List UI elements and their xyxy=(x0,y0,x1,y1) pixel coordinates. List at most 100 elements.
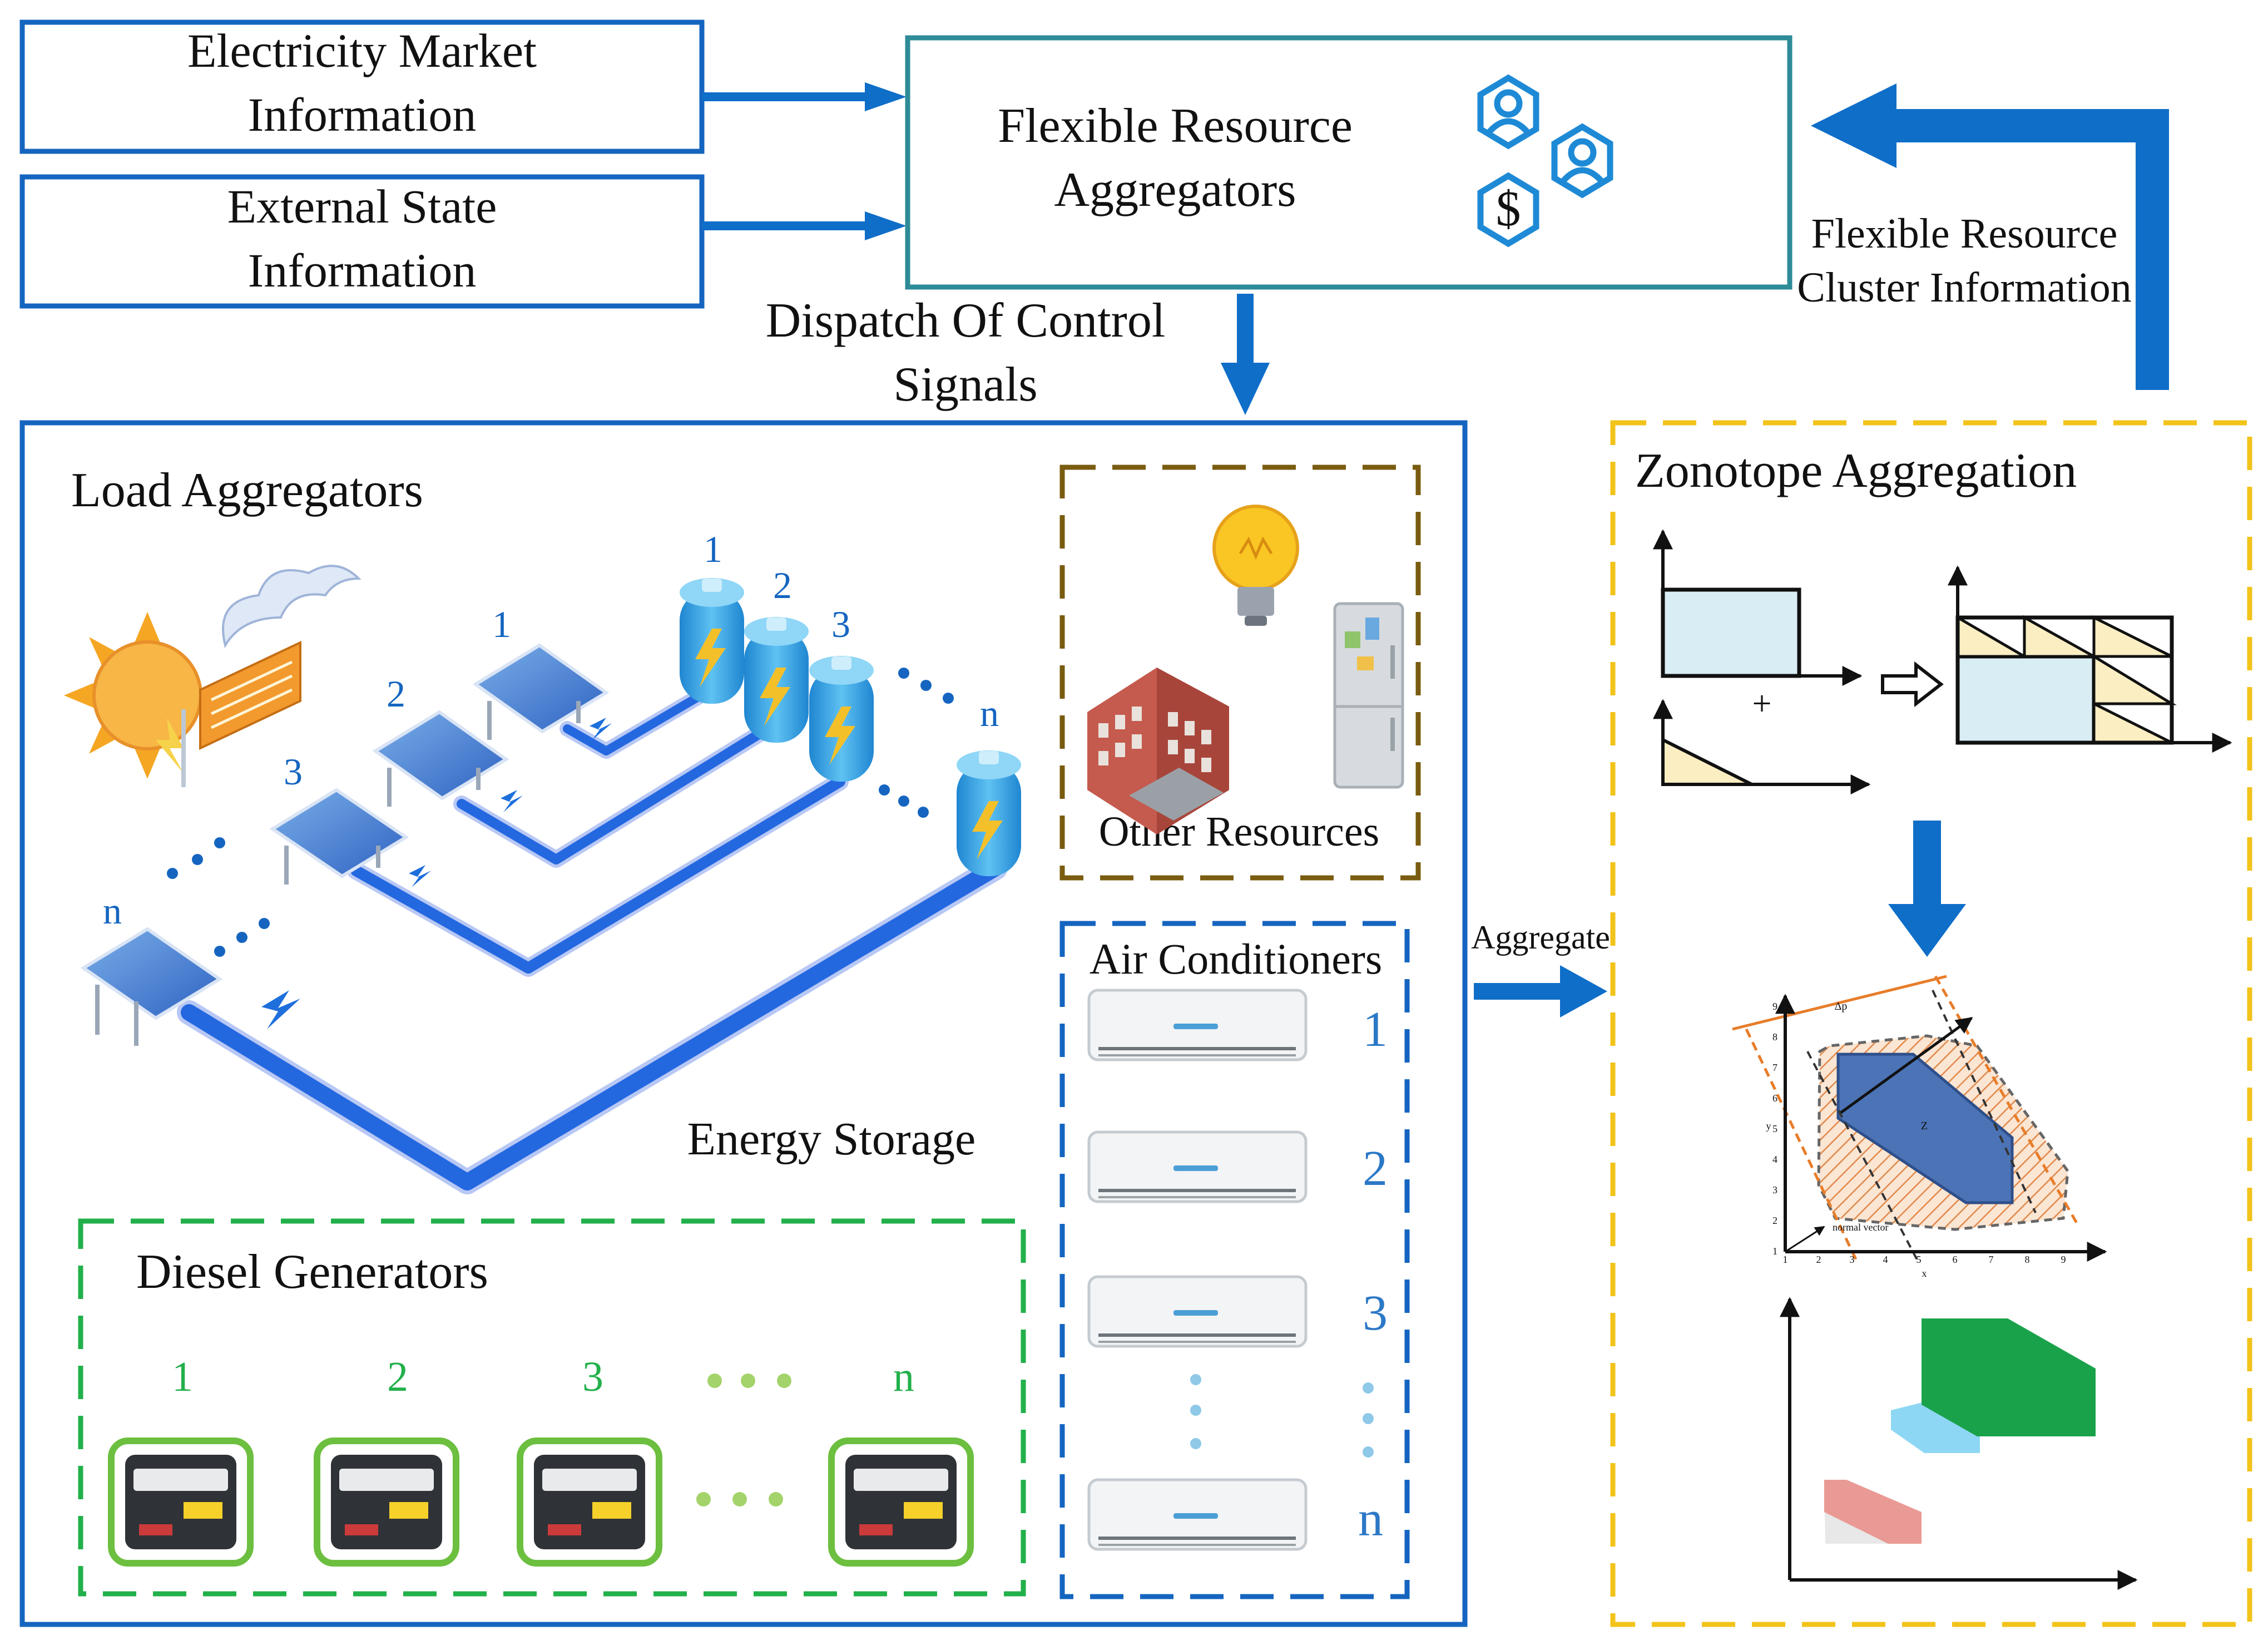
plot-tick-x-7: 7 xyxy=(1989,1254,1994,1265)
dispatch-line1: Dispatch Of Control xyxy=(766,294,1166,348)
ac-unit-3 xyxy=(1087,1275,1308,1348)
plot-tick-x-4: 4 xyxy=(1883,1254,1888,1265)
hexagon-network-icon: $ xyxy=(1477,74,1613,248)
cluster-info-line1: Flexible Resource xyxy=(1811,210,2118,257)
plot-z-label: Z xyxy=(1921,1120,1928,1132)
dispatch-line2: Signals xyxy=(893,358,1037,412)
aggregate-arrow xyxy=(1474,965,1607,1017)
plot-tick-y-6: 6 xyxy=(1772,1093,1777,1104)
load-aggregators-title: Load Aggregators xyxy=(71,463,423,517)
plot-tick-x-1: 1 xyxy=(1783,1254,1788,1265)
solar-panel-1 xyxy=(472,643,610,740)
minkowski-plot-result xyxy=(1948,565,2232,753)
air-conditioners-box: Air Conditioners xyxy=(1059,921,1410,1599)
zonotope-down-arrow xyxy=(1888,821,1966,957)
diesel-generator-n xyxy=(828,1437,974,1567)
plot-tick-y-7: 7 xyxy=(1772,1062,1777,1073)
diesel-generator-2 xyxy=(314,1437,459,1567)
pv-label-1: 1 xyxy=(492,603,511,645)
aggregator-line2: Aggregators xyxy=(1054,163,1296,217)
plot-tick-y-4: 4 xyxy=(1772,1154,1777,1165)
plot-tick-x-2: 2 xyxy=(1816,1254,1821,1265)
minkowski-plot-rect xyxy=(1653,529,1863,686)
ac-unit-n xyxy=(1087,1478,1308,1551)
market-info-line1: Electricity Market xyxy=(187,24,537,77)
cluster-info-arrow xyxy=(1811,83,2169,390)
diesel-generators-title: Diesel Generators xyxy=(136,1245,488,1299)
battery-label-1: 1 xyxy=(704,528,722,570)
plot-tick-x-5: 5 xyxy=(1917,1254,1922,1265)
battery-label-2: 2 xyxy=(773,564,792,606)
diesel-generators-box: Diesel Generators xyxy=(78,1218,1026,1597)
external-state-box: External State Information xyxy=(19,174,705,309)
svg-text:$: $ xyxy=(1496,181,1521,236)
plot-tick-y-5: 5 xyxy=(1772,1123,1777,1134)
battery-label-3: 3 xyxy=(831,603,850,645)
ac-unit-1 xyxy=(1087,989,1308,1061)
pv-label-2: 2 xyxy=(387,673,405,715)
battery-1 xyxy=(680,578,744,704)
plot-tick-y-3: 3 xyxy=(1772,1184,1777,1196)
minkowski-plus: + xyxy=(1752,685,1772,723)
ac-label-3: 3 xyxy=(1363,1286,1388,1341)
solar-panel-2 xyxy=(372,710,509,807)
market-info-box: Electricity Market Information xyxy=(19,19,705,154)
light-bulb-icon xyxy=(1212,505,1299,626)
hollow-arrow-icon xyxy=(1881,661,1944,708)
diesel-label-1: 1 xyxy=(172,1353,193,1400)
diesel-label-3: 3 xyxy=(582,1353,603,1400)
minkowski-plot-triangle xyxy=(1653,699,1871,794)
storage-cables xyxy=(177,688,1008,1194)
battery-3 xyxy=(809,656,874,782)
ac-label-n: n xyxy=(1358,1491,1383,1547)
energy-storage-label: Energy Storage xyxy=(687,1113,976,1165)
cloud-icon xyxy=(222,565,362,649)
plot-tick-x-3: 3 xyxy=(1850,1254,1855,1265)
plot-tick-y-8: 8 xyxy=(1772,1031,1777,1043)
other-resources-box: Other Resources xyxy=(1059,465,1421,881)
plot-tick-y-1: 1 xyxy=(1772,1246,1777,1257)
ac-ellipsis xyxy=(1190,1374,1374,1458)
plot-tick-x-8: 8 xyxy=(2025,1254,2030,1265)
dispatch-arrow xyxy=(1221,294,1270,415)
aggregate-label: Aggregate xyxy=(1471,919,1610,956)
plot-tick-x-9: 9 xyxy=(2061,1254,2066,1265)
market-info-line2: Information xyxy=(248,88,477,141)
diesel-generator-3 xyxy=(517,1437,662,1567)
cluster-info-line2: Cluster Information xyxy=(1797,264,2132,311)
diesel-ellipsis xyxy=(696,1374,791,1506)
pv-ellipsis xyxy=(167,837,270,957)
lightning-icons xyxy=(261,718,612,1029)
pv-label-n: n xyxy=(103,890,122,932)
solar-panel-n xyxy=(80,927,223,1046)
plot-tick-x-6: 6 xyxy=(1953,1254,1958,1265)
solar-panel-3 xyxy=(269,788,409,885)
plot-tick-y-9: 9 xyxy=(1772,1001,1777,1012)
air-conditioners-title: Air Conditioners xyxy=(1090,935,1382,983)
diesel-label-2: 2 xyxy=(387,1353,408,1400)
plot-normal-vector-label: normal vector xyxy=(1833,1222,1888,1233)
plot-tick-y-2: 2 xyxy=(1772,1215,1777,1226)
refrigerator-icon xyxy=(1333,602,1404,789)
diesel-generator-1 xyxy=(108,1437,254,1567)
zonotope-title: Zonotope Aggregation xyxy=(1635,444,2077,498)
external-state-line1: External State xyxy=(227,180,497,233)
building-icon xyxy=(1087,668,1229,834)
aggregator-line1: Flexible Resource xyxy=(998,99,1353,153)
ac-label-2: 2 xyxy=(1363,1141,1388,1196)
battery-label-n: n xyxy=(980,692,999,734)
pv-label-3: 3 xyxy=(284,750,303,793)
solar-water-heater-icon xyxy=(181,640,301,787)
plot-axis-y-label: y xyxy=(1766,1120,1771,1132)
aggregator-box: Flexible Resource Aggregators $ xyxy=(905,35,1792,290)
aggregated-regions-plot xyxy=(1780,1297,2138,1590)
ac-label-1: 1 xyxy=(1363,1002,1388,1057)
plot-axis-x-label: x xyxy=(1922,1268,1927,1279)
input-arrows xyxy=(702,82,907,240)
external-state-line2: Information xyxy=(248,244,477,297)
battery-ellipsis xyxy=(879,668,954,818)
battery-2 xyxy=(744,617,809,743)
zonotope-plot: 1 2 3 4 5 6 7 8 9 1 2 3 4 5 6 7 8 9 x y … xyxy=(1732,975,2107,1279)
battery-n xyxy=(957,750,1021,876)
